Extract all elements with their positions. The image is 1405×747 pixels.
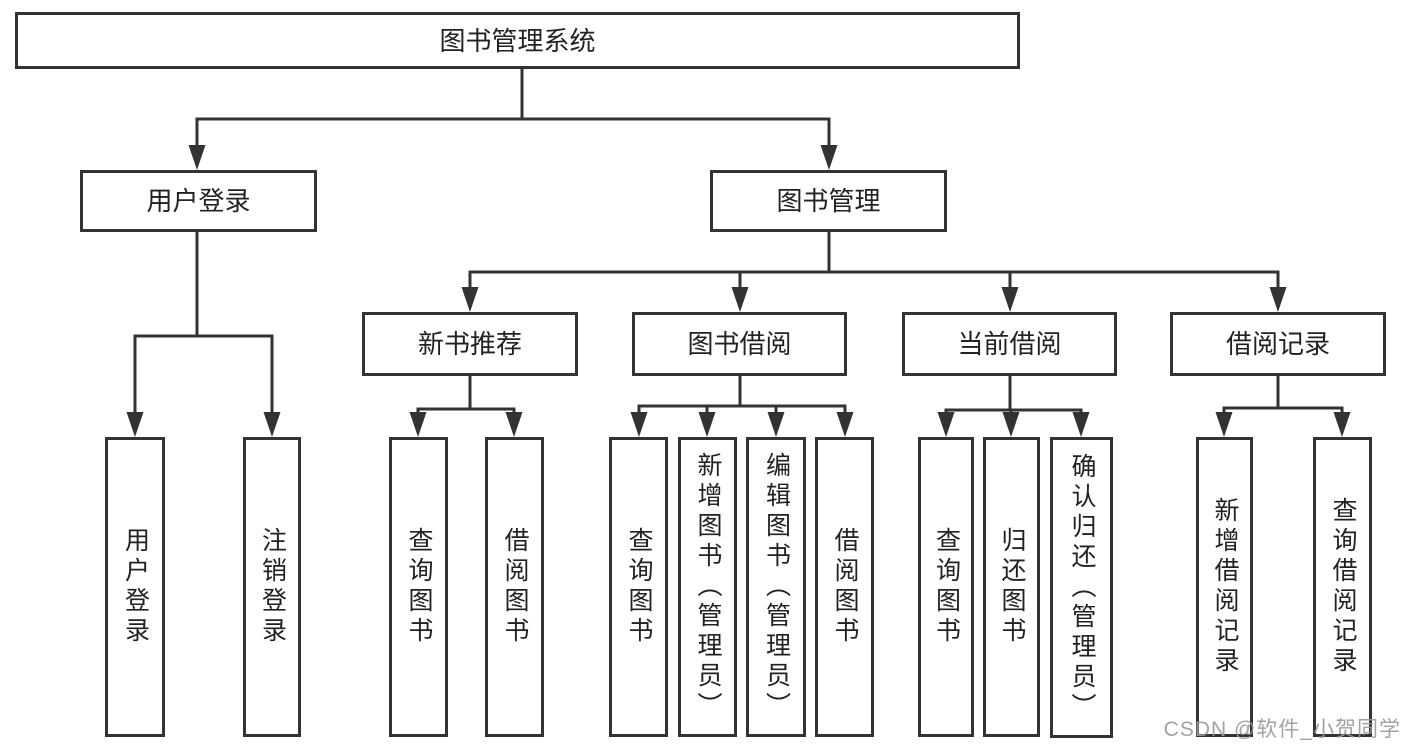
csdn-watermark: CSDN @软件_小贺同学 [1163,718,1401,741]
leaf-label: 确认归还（管理员） [1068,452,1096,723]
node-library-management-system: 图书管理系统 [15,12,1020,69]
leaf-label: 借阅图书 [831,527,859,647]
leaf-confirm-return-admin: 确认归还（管理员） [1050,437,1113,738]
leaf-query-borrow-record: 查询借阅记录 [1313,437,1372,737]
leaf-label: 新增图书（管理员） [694,452,722,722]
leaf-return-books: 归还图书 [983,437,1040,737]
node-label: 图书管理系统 [439,25,596,56]
node-current-borrow: 当前借阅 [902,312,1117,376]
leaf-borrow-books: 借阅图书 [815,437,874,737]
leaf-label: 归还图书 [998,527,1026,647]
leaf-user-login: 用户登录 [105,437,165,737]
leaf-label: 查询图书 [625,527,653,647]
node-new-book-recommend: 新书推荐 [362,312,578,376]
node-label: 当前借阅 [957,329,1062,359]
leaf-label: 查询借阅记录 [1329,497,1357,677]
node-user-login: 用户登录 [80,170,317,232]
leaf-label: 注销登录 [258,527,287,647]
node-label: 借阅记录 [1225,329,1330,359]
leaf-logout: 注销登录 [243,437,301,737]
leaf-label: 查询图书 [405,527,433,647]
leaf-label: 借阅图书 [501,527,529,647]
leaf-add-borrow-record: 新增借阅记录 [1196,437,1253,737]
leaf-label: 新增借阅记录 [1211,497,1239,677]
leaf-edit-books-admin: 编辑图书（管理员） [746,437,806,737]
node-book-borrow: 图书借阅 [632,312,847,376]
leaf-query-books-current: 查询图书 [918,437,974,737]
node-borrow-records: 借阅记录 [1170,312,1386,376]
leaf-label: 编辑图书（管理员） [762,452,791,722]
node-book-management: 图书管理 [710,170,947,232]
leaf-borrow-books-recommend: 借阅图书 [485,437,544,737]
node-label: 图书借阅 [687,329,792,359]
node-label: 图书管理 [776,186,881,216]
node-label: 用户登录 [146,186,251,216]
node-label: 新书推荐 [417,329,522,359]
leaf-add-books-admin: 新增图书（管理员） [678,437,737,737]
leaf-query-books-borrow: 查询图书 [609,437,668,737]
leaf-label: 用户登录 [121,527,150,647]
leaf-query-books-recommend: 查询图书 [389,437,448,737]
leaf-label: 查询图书 [932,527,961,647]
